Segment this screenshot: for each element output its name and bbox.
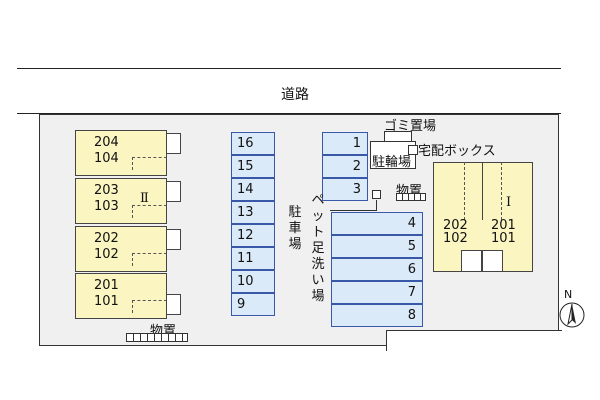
unit-upper: 203 (94, 183, 119, 198)
compass-label: N (564, 288, 573, 301)
pet-wash-pipe (330, 200, 377, 211)
entrance-left (461, 250, 482, 272)
building-label: Ⅰ (506, 195, 512, 210)
unit-block-202-102[interactable]: 202 102 (75, 226, 167, 272)
unit-lower: 102 (443, 231, 468, 246)
storage-left-shed (126, 333, 188, 342)
north-arrow: N (557, 288, 587, 330)
parking-space-8[interactable]: 8 (331, 304, 423, 327)
parking-label: 駐車場 (288, 205, 302, 252)
balcony-tab (166, 181, 181, 202)
unit-divider (482, 162, 483, 220)
lot-notch (386, 330, 562, 351)
storage-right-shed (396, 193, 426, 201)
pet-wash-faucet (372, 190, 381, 199)
unit-lower: 103 (94, 199, 119, 214)
parking-space-2[interactable]: 2 (322, 155, 368, 178)
road-edge-top (17, 68, 561, 69)
unit-lower: 101 (491, 231, 516, 246)
balcony-tab (166, 229, 181, 250)
parking-space-9[interactable]: 9 (231, 293, 275, 316)
parking-space-12[interactable]: 12 (231, 224, 275, 247)
stair-outline (132, 157, 167, 170)
unit-upper: 201 (491, 218, 516, 233)
unit-upper: 204 (94, 135, 119, 150)
unit-numbers-right: 201 101 (491, 219, 516, 245)
garbage-label: ゴミ置場 (384, 119, 437, 134)
unit-upper: 201 (94, 278, 119, 293)
stair-outline (132, 253, 167, 266)
parking-space-7[interactable]: 7 (331, 281, 423, 304)
unit-block-204-104[interactable]: 204 104 (75, 130, 167, 176)
unit-block-203-103[interactable]: 203 103 (75, 178, 167, 224)
parking-space-14[interactable]: 14 (231, 178, 275, 201)
parking-space-15[interactable]: 15 (231, 155, 275, 178)
unit-block-201-101[interactable]: 201 101 (75, 273, 167, 319)
building-label: Ⅱ (140, 191, 149, 206)
balcony-tab (166, 294, 181, 315)
parking-space-1[interactable]: 1 (322, 132, 368, 155)
parking-space-6[interactable]: 6 (331, 258, 423, 281)
unit-numbers: 201 101 (94, 278, 119, 310)
stair-outline (464, 162, 502, 220)
balcony-tab (166, 133, 181, 154)
road-label: 道路 (281, 87, 309, 103)
unit-numbers: 203 103 (94, 183, 119, 215)
parking-space-16[interactable]: 16 (231, 132, 275, 155)
parking-space-4[interactable]: 4 (331, 212, 423, 235)
delivery-box-icon (408, 145, 418, 155)
stair-outline (132, 300, 167, 313)
parking-space-13[interactable]: 13 (231, 201, 275, 224)
unit-upper: 202 (94, 231, 119, 246)
bicycle-label: 駐輪場 (372, 155, 412, 170)
pet-wash-label: ペット足洗い場 (311, 193, 325, 304)
compass-icon (559, 302, 585, 328)
stair-outline (132, 205, 167, 218)
parking-space-5[interactable]: 5 (331, 235, 423, 258)
unit-numbers: 204 104 (94, 135, 119, 167)
building-right[interactable]: Ⅰ 202 102 201 101 (433, 162, 533, 272)
unit-upper: 202 (443, 218, 468, 233)
unit-numbers-left: 202 102 (443, 219, 468, 245)
unit-lower: 101 (94, 294, 119, 309)
delivery-box-label: 宅配ボックス (418, 144, 496, 159)
parking-space-10[interactable]: 10 (231, 270, 275, 293)
unit-lower: 104 (94, 151, 119, 166)
road-edge-bottom (17, 113, 561, 114)
parking-space-3[interactable]: 3 (322, 178, 368, 201)
entrance-right (482, 250, 503, 272)
parking-space-11[interactable]: 11 (231, 247, 275, 270)
unit-lower: 102 (94, 247, 119, 262)
unit-numbers: 202 102 (94, 231, 119, 263)
